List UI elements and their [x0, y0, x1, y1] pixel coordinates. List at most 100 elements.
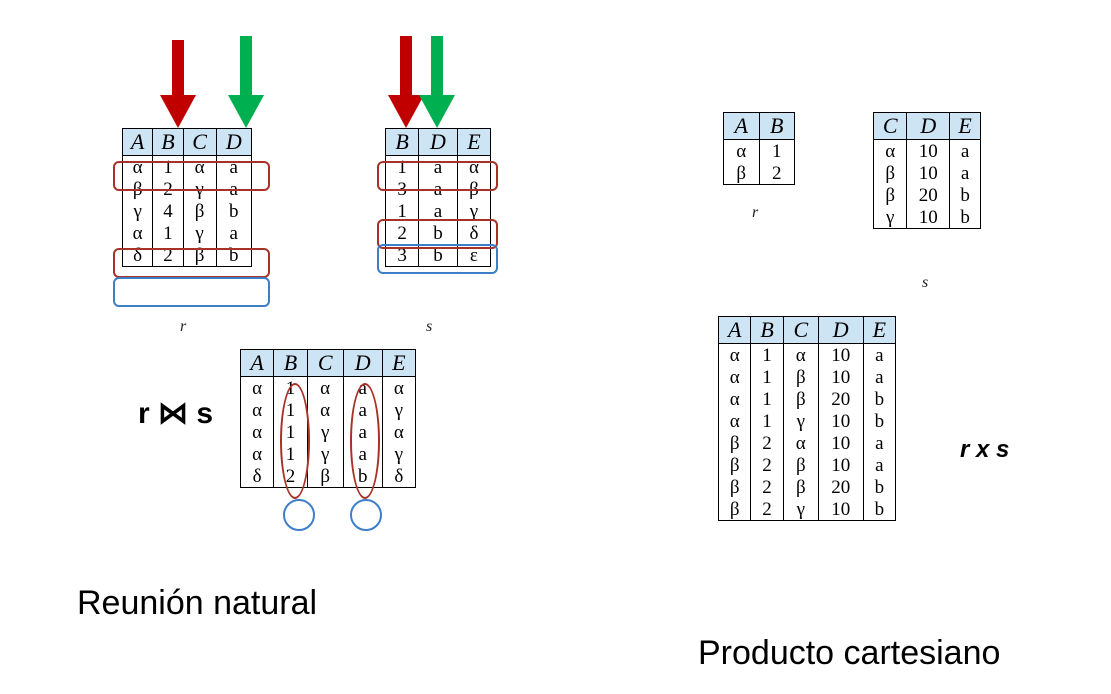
- match-row-highlight: [113, 277, 270, 307]
- match-row-highlight: [377, 161, 498, 191]
- table-cell: 1: [152, 222, 184, 244]
- match-column-oval: [350, 383, 380, 499]
- table-cell: α: [239, 421, 275, 443]
- column-header: D: [906, 112, 951, 140]
- column-header: D: [215, 128, 253, 156]
- table-cell: 2: [750, 498, 784, 521]
- table-cell: b: [215, 200, 253, 222]
- table-cell: a: [949, 139, 981, 162]
- table-cell: 2: [750, 476, 784, 498]
- column-header: B: [750, 316, 784, 344]
- table-cell: b: [862, 498, 897, 521]
- column-header: A: [723, 112, 760, 140]
- table-cell: α: [782, 432, 819, 454]
- table-cell: b: [949, 184, 981, 206]
- match-row-highlight: [377, 219, 498, 249]
- table-cell: a: [862, 366, 897, 388]
- table-cell: 4: [152, 200, 184, 222]
- match-row-highlight: [113, 248, 270, 278]
- table-cell: 2: [758, 162, 795, 185]
- table-cell: 1: [758, 139, 795, 162]
- green-arrow-r-D: [228, 36, 264, 128]
- table-cell: β: [782, 388, 819, 410]
- table-cell: γ: [381, 399, 417, 421]
- table-cell: b: [862, 410, 897, 432]
- table-cell: 20: [817, 476, 864, 498]
- column-header: B: [758, 112, 795, 140]
- table-cell: 10: [817, 343, 864, 366]
- table-cell: 2: [750, 454, 784, 476]
- table-cell: 1: [750, 366, 784, 388]
- cartesian-r-caption: r: [752, 204, 759, 221]
- table-cell: δ: [456, 222, 492, 244]
- table-cell: 1: [384, 200, 420, 222]
- table-cell: δ: [239, 465, 275, 488]
- table-cell: α: [782, 343, 819, 366]
- table-cell: 10: [817, 454, 864, 476]
- table-cell: 10: [906, 139, 951, 162]
- table-cell: β: [782, 366, 819, 388]
- table-cell: a: [862, 432, 897, 454]
- relation-s-caption: s: [426, 318, 433, 335]
- table-cell: γ: [456, 200, 492, 222]
- table-cell: α: [717, 410, 752, 432]
- column-header: E: [949, 112, 981, 140]
- column-header: B: [273, 349, 308, 377]
- table-cell: 1: [750, 388, 784, 410]
- table-cell: γ: [182, 222, 217, 244]
- table-cell: α: [723, 139, 760, 162]
- table-cell: β: [717, 432, 752, 454]
- table-cell: γ: [121, 200, 154, 222]
- column-header: E: [456, 128, 492, 156]
- table-cell: a: [949, 162, 981, 184]
- table-cell: a: [215, 222, 253, 244]
- table-cell: α: [717, 388, 752, 410]
- table-cell: β: [872, 162, 908, 184]
- table-cell: γ: [306, 443, 344, 465]
- table-cell: δ: [381, 465, 417, 488]
- match-row-highlight: [377, 244, 498, 274]
- match-column-oval: [350, 499, 382, 531]
- match-row-highlight: [113, 161, 270, 191]
- table-cell: β: [717, 476, 752, 498]
- natural-join-label: r ⋈ s: [138, 397, 214, 430]
- table-cell: β: [717, 454, 752, 476]
- table-cell: a: [862, 343, 897, 366]
- table-cell: α: [239, 376, 275, 399]
- column-header: B: [384, 128, 420, 156]
- match-column-oval: [283, 499, 315, 531]
- table-cell: 10: [817, 498, 864, 521]
- table-cell: γ: [381, 443, 417, 465]
- cartesian-s-caption: s: [922, 274, 929, 291]
- table-cell: 10: [817, 432, 864, 454]
- table-cell: 20: [817, 388, 864, 410]
- column-header: E: [381, 349, 417, 377]
- table-cell: 2: [384, 222, 420, 244]
- table-cell: 3: [384, 244, 420, 267]
- column-header: C: [872, 112, 908, 140]
- column-header: B: [152, 128, 184, 156]
- table-cell: α: [872, 139, 908, 162]
